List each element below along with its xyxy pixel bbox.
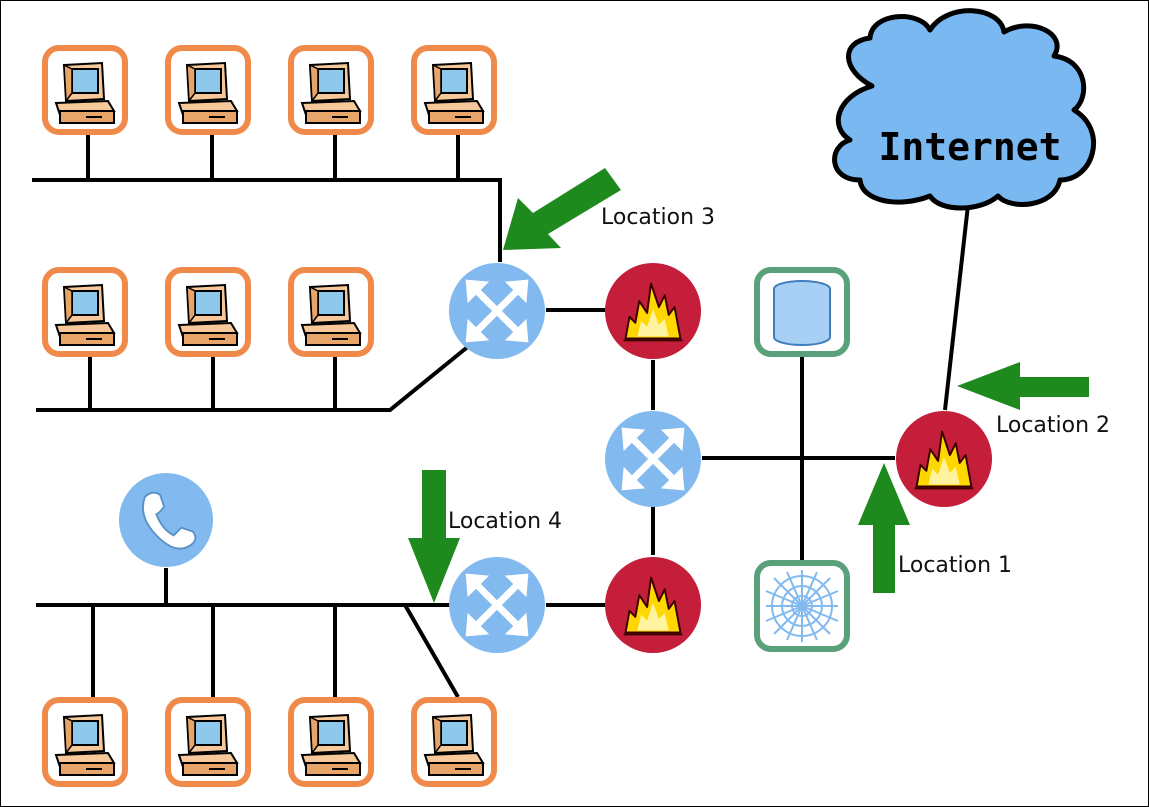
phone-icon: [118, 472, 214, 568]
computer-icon: [45, 270, 125, 354]
network-links: [32, 135, 970, 698]
second-bus-line: [36, 343, 472, 412]
computer-icon: [291, 48, 371, 132]
cloud-icon: Internet: [832, 8, 1097, 211]
workstations-row-3: [45, 700, 494, 784]
computer-icon: [168, 700, 248, 784]
computer-icon: [45, 700, 125, 784]
location-3-label: Location 3: [601, 205, 715, 230]
computer-icon: [168, 270, 248, 354]
switch-icon: [449, 263, 545, 359]
web-server-icon: [757, 563, 847, 649]
top-bus-line: [32, 178, 502, 262]
arrow-icon: [957, 362, 1089, 410]
location-2-label: Location 2: [996, 413, 1110, 438]
arrow-icon: [408, 470, 460, 603]
location-1-label: Location 1: [898, 553, 1012, 578]
computer-icon: [291, 270, 371, 354]
arrow-icon: [503, 168, 621, 250]
switch-icon: [449, 557, 545, 653]
workstations-row-2: [45, 270, 371, 354]
internet-label: Internet: [878, 125, 1061, 169]
computer-icon: [168, 48, 248, 132]
workstations-row-1: [45, 48, 494, 132]
firewall-icon: [604, 556, 702, 654]
computer-icon: [45, 48, 125, 132]
computer-icon: [414, 700, 494, 784]
computer-icon: [291, 700, 371, 784]
firewall-icon: [895, 410, 993, 508]
location-arrows: [408, 168, 1089, 603]
arrow-icon: [858, 463, 910, 593]
switch-icon: [605, 411, 701, 507]
computer-icon: [414, 48, 494, 132]
location-4-label: Location 4: [448, 509, 562, 534]
database-server-icon: [757, 270, 847, 354]
firewall-icon: [604, 262, 702, 360]
